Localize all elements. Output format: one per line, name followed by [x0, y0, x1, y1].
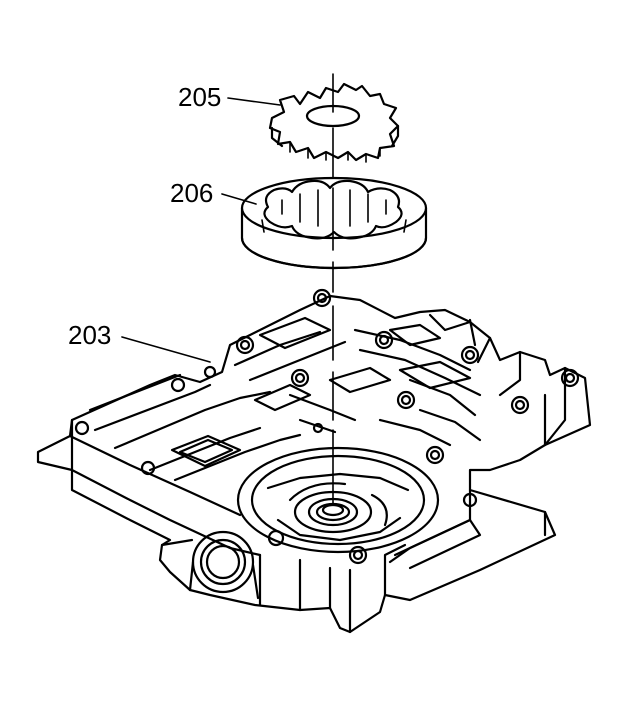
inner-gear-205: [268, 82, 400, 163]
leader-206: [221, 193, 257, 205]
callout-203: 203: [68, 320, 111, 350]
callout-206: 206: [170, 178, 213, 208]
housing-203: [36, 288, 592, 634]
outer-rotor-206: [240, 176, 428, 270]
callout-labels: 205 206 203: [68, 82, 221, 350]
leader-203: [121, 336, 211, 363]
callout-205: 205: [178, 82, 221, 112]
leader-205: [227, 97, 281, 106]
leader-lines: [121, 97, 281, 363]
